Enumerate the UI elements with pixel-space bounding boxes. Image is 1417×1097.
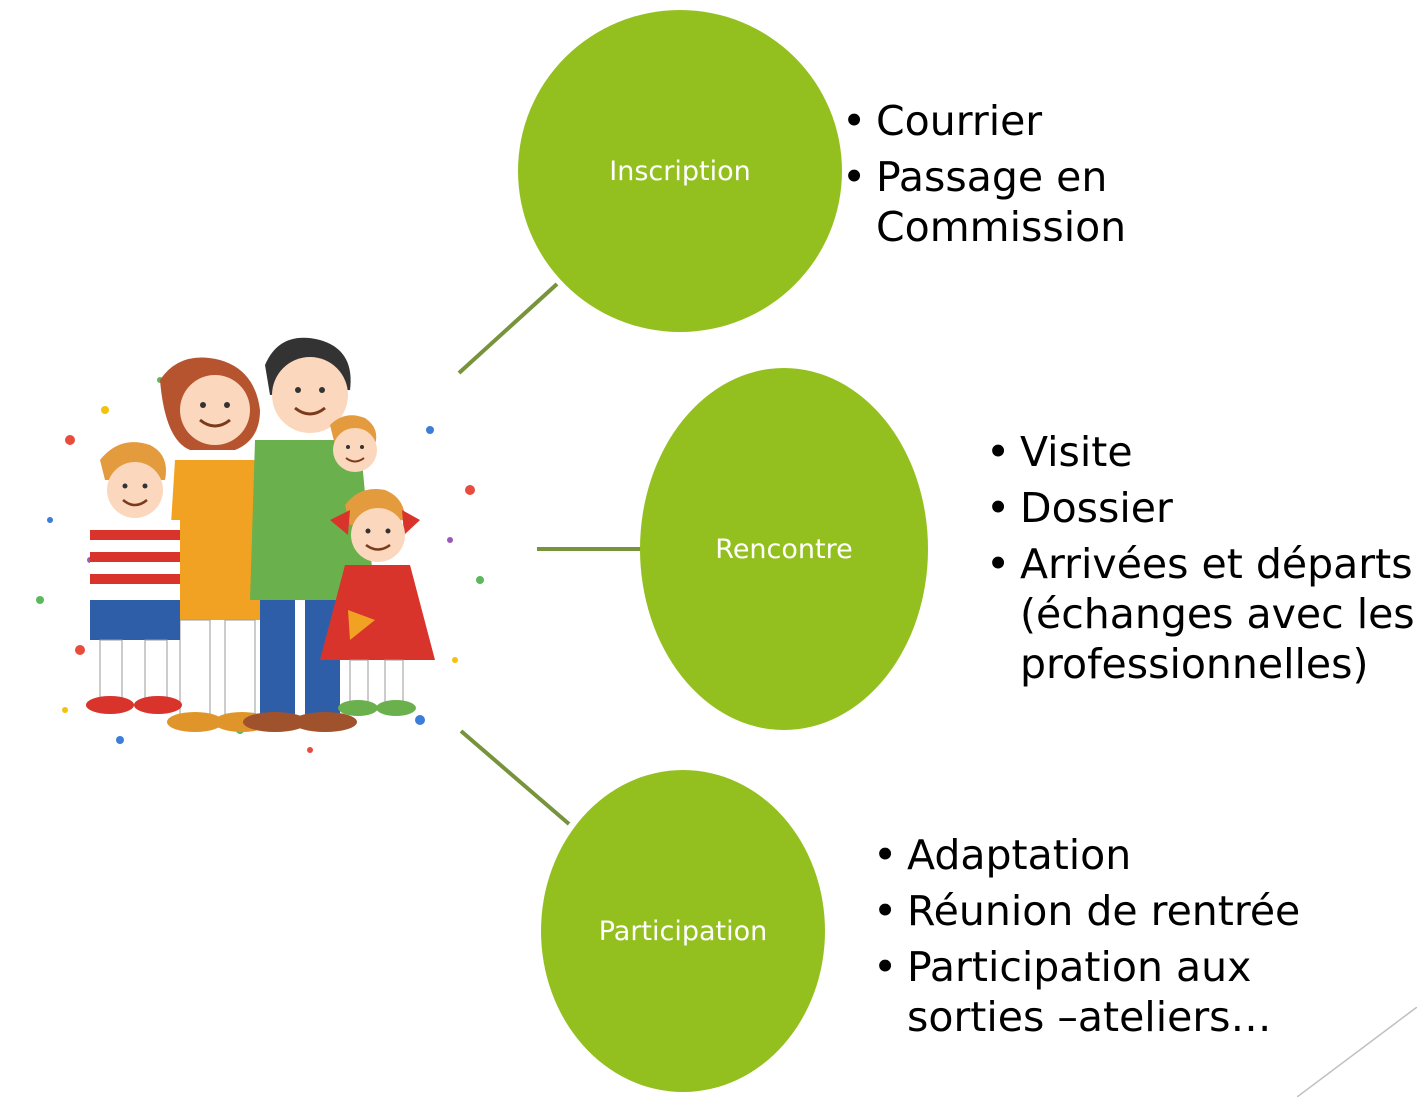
node-participation: Participation <box>541 770 825 1092</box>
bullet-item: Arrivées et départs (échanges avec les p… <box>986 539 1416 689</box>
bullet-list-participation: Adaptation Réunion de rentrée Participat… <box>873 830 1333 1048</box>
node-label-rencontre: Rencontre <box>715 533 853 565</box>
bullet-item: Dossier <box>986 483 1416 533</box>
node-rencontre: Rencontre <box>640 368 928 730</box>
node-label-participation: Participation <box>598 915 768 947</box>
node-label-inscription: Inscription <box>609 155 751 187</box>
corner-decoration-line <box>1297 1007 1417 1097</box>
bullet-item: Adaptation <box>873 830 1333 880</box>
bullet-list-inscription: Courrier Passage en Commission <box>842 96 1202 258</box>
family-hugging-illustration <box>36 337 484 753</box>
bullet-item: Passage en Commission <box>842 152 1202 252</box>
node-inscription: Inscription <box>518 10 842 332</box>
bullet-item: Réunion de rentrée <box>873 886 1333 936</box>
girl-figure <box>320 489 435 716</box>
toddler-figure <box>330 415 377 472</box>
bullet-item: Courrier <box>842 96 1202 146</box>
bullet-item: Visite <box>986 427 1416 477</box>
bullet-item: Participation aux sorties –ateliers… <box>873 942 1333 1042</box>
connector-inscription <box>457 282 559 375</box>
connector-participation <box>459 729 571 826</box>
mother-figure <box>160 357 275 732</box>
bullet-list-rencontre: Visite Dossier Arrivées et départs (écha… <box>986 427 1416 695</box>
boy-figure <box>86 442 182 714</box>
